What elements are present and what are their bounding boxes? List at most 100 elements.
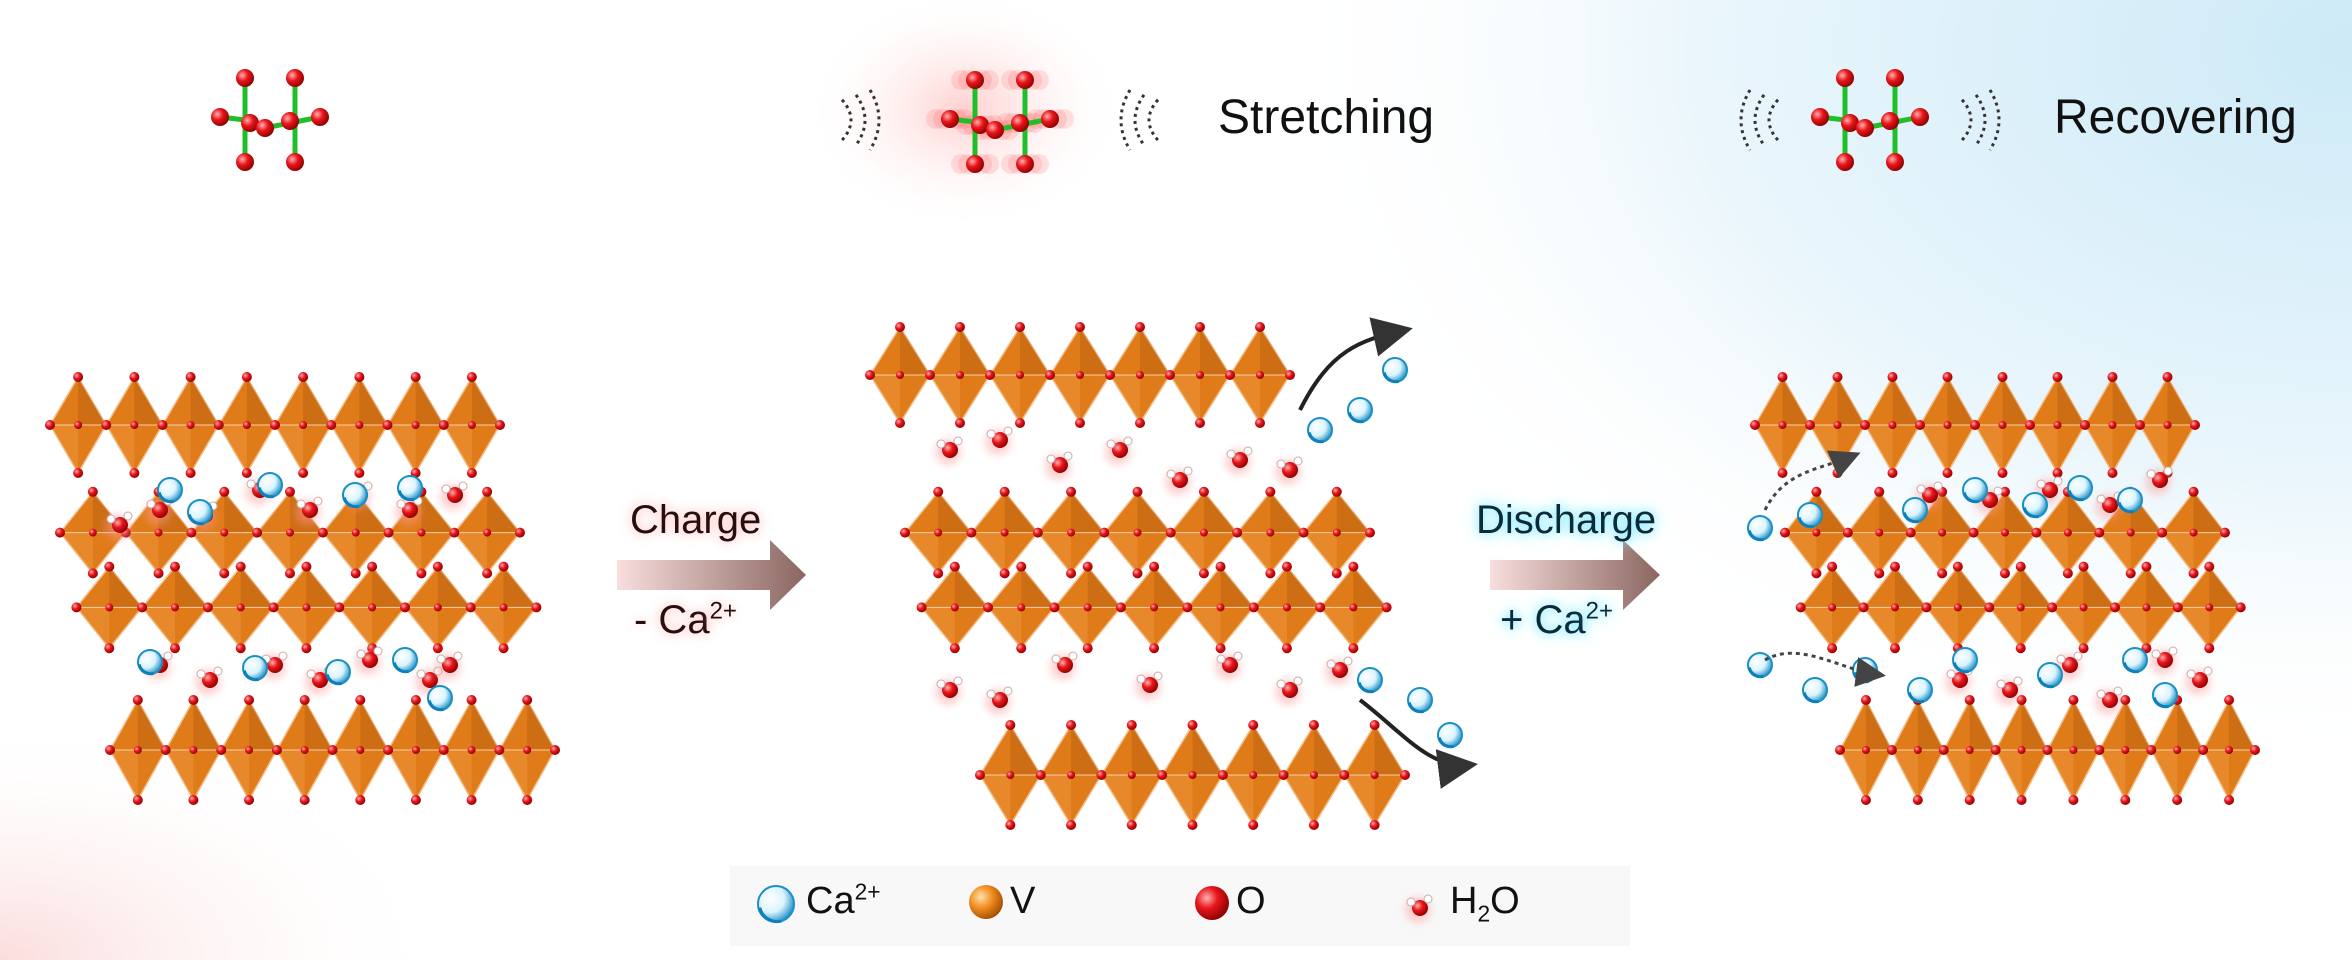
oxygen-atom (216, 745, 227, 755)
oxygen-atom (1832, 372, 1843, 382)
oxygen-atom (1921, 602, 1932, 613)
oxygen-atom (2068, 695, 2079, 705)
oxygen-atom (235, 643, 246, 654)
oxygen-atom (1370, 771, 1379, 779)
oxygen-atom (354, 468, 365, 478)
oxygen-atom (383, 745, 394, 755)
oxygen-atom (499, 603, 508, 612)
oxygen-atom (522, 795, 533, 805)
oxygen-atom (1777, 468, 1788, 478)
oxygen-atom (2078, 643, 2089, 654)
oxygen-atom (515, 527, 525, 538)
oxygen-atom (170, 561, 180, 572)
oxygen-atom (298, 468, 309, 478)
charge-ion-label: - Ca2+ (634, 597, 737, 642)
oxygen-atom (105, 745, 115, 755)
water-molecule (935, 676, 963, 705)
oxygen-atom (2189, 528, 2198, 537)
oxygen-atom (1127, 771, 1136, 779)
oxygen-atom (1135, 322, 1145, 332)
oxygen-atom (2052, 468, 2063, 478)
oxygen-atom (2062, 568, 2073, 579)
water-molecule (935, 436, 963, 465)
oxygen-atom (2078, 561, 2089, 572)
vanadium-oxide-layer (1750, 372, 2200, 478)
oxygen-atom (71, 602, 82, 613)
oxygen-atom (1126, 720, 1137, 730)
oxygen-atom (299, 421, 308, 429)
oxygen-atom (2224, 795, 2235, 805)
calcium-ion (325, 659, 351, 686)
oxygen-atom (2016, 603, 2025, 612)
oxygen-atom (334, 602, 345, 613)
oxygen-atom (1943, 421, 1952, 429)
oxygen-atom (132, 795, 143, 805)
oxygen-atom (1133, 528, 1142, 537)
oxygen-atom (1891, 603, 1899, 612)
oxygen-atom (1136, 371, 1144, 379)
calcium-ion (1747, 515, 1773, 542)
oxygen-atom (219, 486, 230, 497)
calcium-ion (1437, 722, 1463, 749)
oxygen-atom (1032, 527, 1043, 538)
vanadium-atom-icon (969, 885, 1003, 919)
oxygen-atom (301, 561, 312, 572)
oxygen-atom (55, 527, 65, 538)
oxygen-atom (865, 370, 875, 380)
oxygen-atom (73, 372, 84, 382)
oxygen-atom (1035, 770, 1046, 780)
oxygen-atom (1282, 603, 1291, 612)
oxygen-atom (1984, 602, 1995, 613)
oxygen-atom (1778, 421, 1787, 429)
discharge-label: Discharge (1476, 498, 1657, 542)
oxygen-atom (1115, 602, 1126, 613)
oxygen-atom (1105, 370, 1115, 380)
oxygen-atom (185, 372, 196, 382)
oxygen-atom (2172, 795, 2183, 805)
oxygen-atom (916, 602, 927, 613)
oxygen-atom (2107, 372, 2118, 382)
oxygen-atom (934, 528, 943, 537)
oxygen-atom (1005, 820, 1016, 830)
calcium-ion (1747, 652, 1773, 679)
charge-label: Charge (630, 498, 762, 542)
oxygen-atom (1888, 421, 1897, 429)
oxygen-atom (87, 486, 98, 497)
oxygen-atom (498, 561, 509, 572)
calcium-ion (2152, 682, 2178, 709)
oxygen-atom (1890, 561, 1900, 572)
oxygen-atom (432, 643, 443, 654)
oxygen-atom (1265, 486, 1276, 497)
oxygen-atom (1968, 527, 1979, 538)
oxygen-atom (317, 527, 328, 538)
oxygen-atom (522, 695, 533, 705)
oxygen-atom (2205, 603, 2214, 612)
wave-lines-right (1739, 89, 1780, 151)
oxygen-atom (327, 745, 338, 755)
oxygen-atom (1835, 745, 1845, 755)
oxygen-atom (236, 603, 245, 612)
oxygen-atom (1195, 322, 1205, 332)
discharge-ion-label: + Ca2+ (1500, 597, 1613, 642)
oxygen-atom (301, 643, 312, 654)
oxygen-atom (355, 421, 364, 429)
oxygen-atom (300, 746, 309, 754)
oxygen-atom (2163, 421, 2172, 429)
oxygen-atom (1860, 420, 1870, 430)
oxygen-atom (416, 568, 427, 579)
oxygen-atom (433, 603, 442, 612)
oxygen-atom (1215, 643, 1226, 654)
oxygen-atom (482, 568, 493, 579)
oxygen-atom (1196, 371, 1204, 379)
oxygen-atom (1365, 527, 1375, 538)
legend-v-label: V (1010, 880, 1036, 922)
oxygen-atom (1309, 771, 1318, 779)
oxygen-atom (2204, 643, 2215, 654)
oxygen-atom (1811, 568, 1822, 579)
oxygen-atom (1887, 372, 1898, 382)
oxygen-atom (1833, 421, 1842, 429)
oxygen-atom (74, 421, 83, 429)
oxygen-atom (153, 568, 164, 579)
oxygen-atom (411, 421, 420, 429)
oxygen-atom (411, 746, 420, 754)
